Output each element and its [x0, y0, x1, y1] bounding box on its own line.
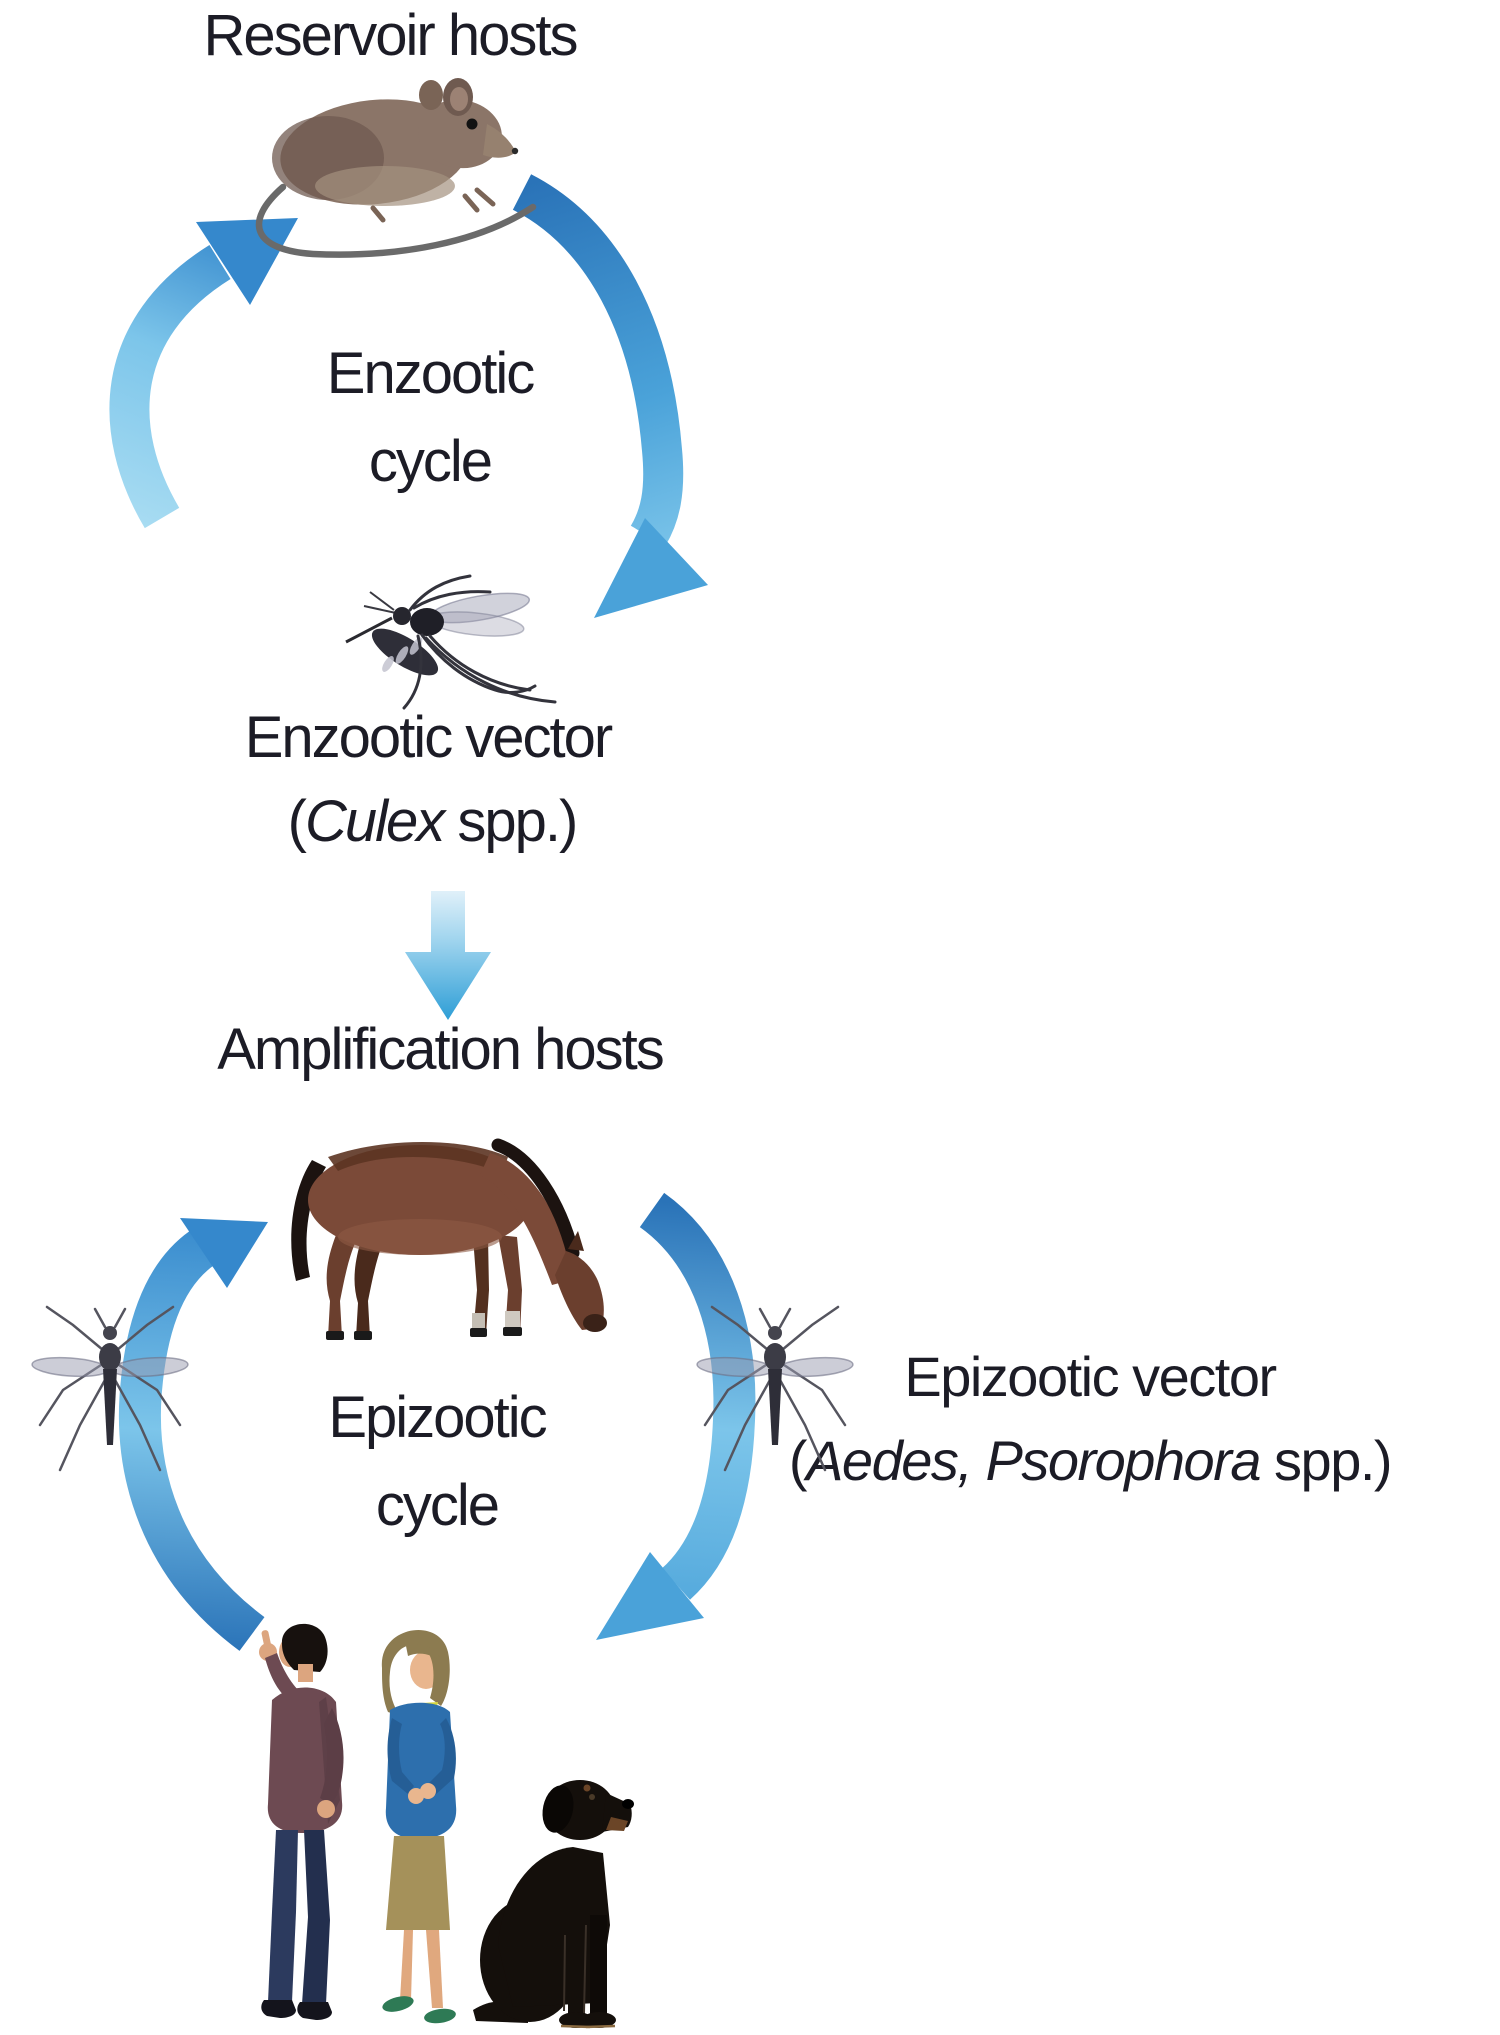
epizootic-vector-label: Epizootic vector	[904, 1345, 1277, 1408]
enzootic-cycle-label: Enzootic cycle	[130, 330, 730, 506]
aedes-species-label: (Aedes, Psorophora spp.)	[740, 1429, 1440, 1493]
epizootic-cycle-label: Epizootic cycle	[137, 1374, 737, 1550]
epizootic-mosquito-left-icon	[31, 1305, 189, 1472]
culex-suffix: spp.)	[443, 789, 578, 854]
enzootic-cycle-line1: Enzootic	[326, 341, 535, 406]
amplification-hosts-label: Amplification hosts	[217, 1017, 665, 1082]
dog-icon	[473, 1780, 634, 2029]
culex-mosquito-icon	[345, 574, 557, 710]
enzootic-vector-label: Enzootic vector	[244, 705, 614, 770]
epizootic-cycle-line1: Epizootic	[328, 1385, 547, 1450]
aedes-suffix: spp.)	[1260, 1429, 1393, 1492]
horse-icon	[291, 1138, 607, 1340]
culex-prefix: (	[287, 789, 307, 854]
rodent-icon	[255, 78, 537, 258]
aedes-prefix: (	[788, 1429, 808, 1492]
culex-genus: Culex	[304, 789, 445, 854]
culex-species-label: (Culex spp.)	[132, 789, 732, 855]
enzootic-cycle-up-arrow-icon	[109, 218, 298, 529]
woman-icon	[381, 1629, 457, 2024]
transmission-down-arrow-icon	[405, 891, 491, 1020]
epizootic-cycle-down-arrow-icon	[596, 1192, 756, 1640]
epizootic-cycle-up-arrow-icon	[118, 1218, 268, 1651]
man-icon	[259, 1623, 344, 2020]
epizootic-cycle-line2: cycle	[375, 1473, 500, 1538]
epizootic-mosquito-right-icon	[696, 1305, 854, 1472]
reservoir-hosts-label: Reservoir hosts	[203, 3, 579, 68]
enzootic-cycle-line2: cycle	[368, 429, 493, 494]
enzootic-cycle-down-arrow-icon	[512, 174, 708, 618]
aedes-genus: Aedes, Psorophora	[806, 1429, 1261, 1492]
